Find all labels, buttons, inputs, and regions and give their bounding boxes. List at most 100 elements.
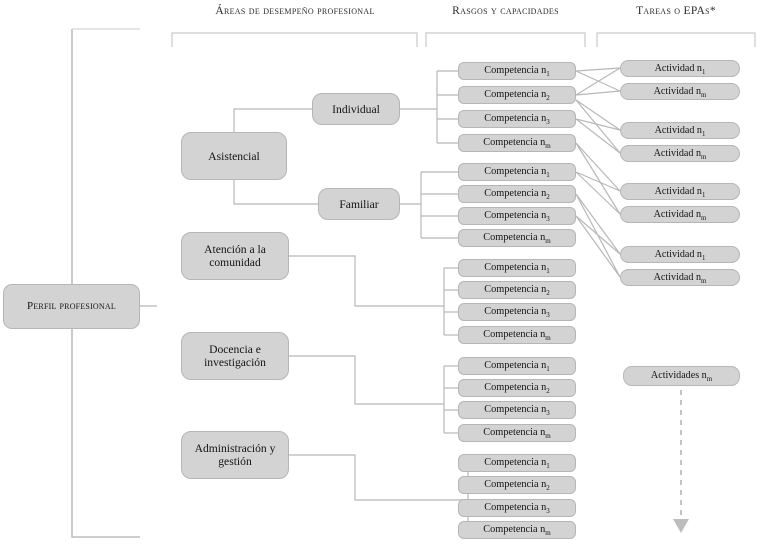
node-competencia[interactable]: Competencia nm [458, 326, 576, 344]
node-competencia[interactable]: Competencia n3 [458, 499, 576, 517]
node-actividad[interactable]: Actividad n1 [620, 60, 740, 77]
node-subscript: 1 [701, 130, 706, 138]
node-subscript: m [545, 237, 551, 246]
node-subscript: 3 [546, 311, 550, 320]
header-areas: Áreas de desempeño profesional [215, 5, 375, 17]
node-atencion-comunidad[interactable]: Atención a la comunidad [181, 232, 289, 280]
node-competencia[interactable]: Competencia n2 [458, 86, 576, 104]
node-subscript: 3 [546, 409, 550, 418]
node-subscript: m [545, 334, 551, 343]
node-familiar[interactable]: Familiar [318, 188, 400, 220]
node-perfil-profesional[interactable]: Perfil profesional [3, 284, 140, 329]
node-subscript: 2 [546, 289, 550, 298]
node-competencia[interactable]: Competencia n3 [458, 207, 576, 225]
node-actividad[interactable]: Actividad n1 [620, 246, 740, 263]
header-tareas: Tareas o EPAs* [636, 5, 716, 17]
node-competencia[interactable]: Competencia nm [458, 229, 576, 247]
fan-c4-a5 [575, 142, 621, 192]
node-competencia[interactable]: Competencia n1 [458, 357, 576, 375]
node-label: Competencia n [484, 113, 547, 125]
node-subscript: m [701, 91, 707, 99]
node-label: Competencia n [483, 329, 546, 341]
node-subscript: 2 [546, 484, 550, 493]
node-subscript: m [701, 277, 707, 285]
wire-asistencial-individual [233, 108, 312, 132]
node-actividad[interactable]: Actividad n1 [620, 183, 740, 200]
node-docencia-investigacion[interactable]: Docencia e investigación [181, 332, 289, 380]
node-subscript: 1 [701, 254, 706, 262]
node-competencia[interactable]: Competencia n3 [458, 110, 576, 128]
fan-c2-a2 [575, 90, 621, 96]
fan-c6-a7 [575, 193, 621, 255]
node-actividad[interactable]: Actividad n1 [620, 122, 740, 139]
node-label: Docencia e investigación [204, 343, 266, 369]
node-competencia[interactable]: Competencia n2 [458, 185, 576, 203]
node-subscript: 1 [701, 191, 706, 199]
node-label: Perfil profesional [27, 300, 116, 313]
node-competencia[interactable]: Competencia n1 [458, 454, 576, 472]
node-subscript: m [701, 153, 707, 161]
node-actividad[interactable]: Actividad nm [620, 206, 740, 223]
node-subscript: 1 [546, 365, 550, 374]
node-label: Actividad n [654, 248, 702, 260]
node-label: Competencia n [484, 65, 547, 77]
node-label: Competencia n [484, 306, 547, 318]
wire-comunidad-comb [289, 255, 444, 307]
fan-c2-a3 [575, 99, 621, 131]
fan-c4-a6 [575, 142, 621, 215]
node-competencia[interactable]: Competencia n1 [458, 259, 576, 277]
node-label: Administración y gestión [194, 442, 276, 468]
bracket-areas [171, 32, 418, 47]
fan-c7-a8 [575, 215, 621, 278]
node-label: Competencia n [484, 502, 547, 514]
node-competencia[interactable]: Competencia n3 [458, 303, 576, 321]
node-label: Competencia n [484, 210, 547, 222]
fan-c5-a5 [575, 171, 621, 192]
node-label: Actividad n [654, 62, 702, 74]
fan-c7-a7 [575, 215, 621, 255]
node-label: Familiar [339, 197, 379, 211]
node-label: Actividad n [654, 185, 702, 197]
node-administracion-gestion[interactable]: Administración y gestión [181, 431, 289, 479]
node-competencia[interactable]: Competencia n2 [458, 379, 576, 397]
node-label: Competencia n [484, 479, 547, 491]
node-subscript: 2 [546, 193, 550, 202]
node-actividad[interactable]: Actividad nm [620, 145, 740, 162]
node-label: Asistencial [208, 149, 260, 163]
node-label: Actividad n [653, 271, 702, 283]
node-competencia[interactable]: Competencia n1 [458, 62, 576, 80]
bracket-rasgos [425, 32, 586, 47]
node-competencia[interactable]: Competencia n2 [458, 281, 576, 299]
node-asistencial[interactable]: Asistencial [181, 132, 287, 180]
node-actividad[interactable]: Actividad nm [620, 269, 740, 286]
wire-asistencial-familiar [233, 180, 318, 205]
node-label: Competencia n [483, 427, 546, 439]
bracket-tareas [596, 32, 756, 47]
node-subscript: m [701, 214, 707, 222]
node-competencia[interactable]: Competencia n1 [458, 163, 576, 181]
node-subscript: 3 [546, 215, 550, 224]
fan-c5-a6 [575, 171, 621, 215]
node-subscript: 3 [546, 118, 550, 127]
wire-docencia-comb [289, 355, 444, 405]
node-competencia[interactable]: Competencia n2 [458, 476, 576, 494]
node-competencia[interactable]: Competencia nm [458, 424, 576, 442]
node-actividades-summary[interactable]: Actividades nm [623, 366, 740, 386]
node-subscript: m [545, 432, 551, 441]
node-competencia[interactable]: Competencia nm [458, 134, 576, 152]
node-competencia[interactable]: Competencia nm [458, 521, 576, 539]
node-actividad[interactable]: Actividad nm [620, 83, 740, 100]
node-subscript: m [545, 529, 551, 538]
node-label: Competencia n [484, 360, 547, 372]
node-label: Competencia n [484, 188, 547, 200]
node-label: Competencia n [483, 524, 546, 536]
node-individual[interactable]: Individual [312, 93, 400, 125]
node-label: Atención a la comunidad [204, 243, 266, 269]
node-label: Competencia n [484, 262, 547, 274]
node-subscript: 2 [546, 387, 550, 396]
node-competencia[interactable]: Competencia n3 [458, 401, 576, 419]
dashed-arrow-head [673, 519, 689, 533]
node-subscript: 1 [546, 70, 550, 79]
